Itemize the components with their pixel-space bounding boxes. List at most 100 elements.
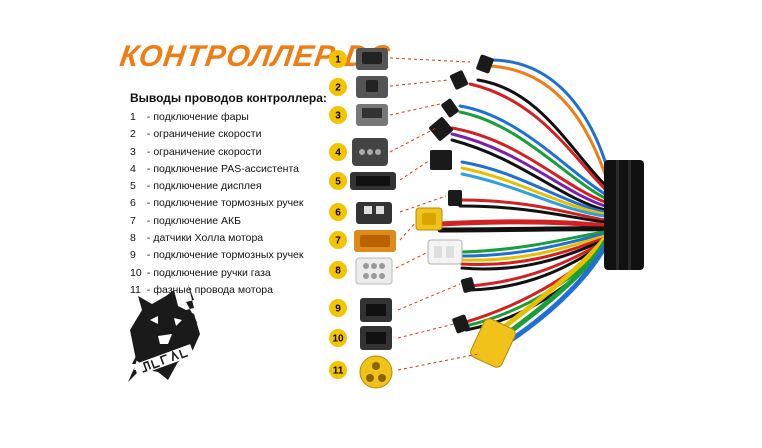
badge-number: 8 xyxy=(335,266,341,277)
wire-bundle xyxy=(437,58,612,345)
badge-number: 10 xyxy=(332,334,344,345)
connector-plug xyxy=(430,150,452,170)
badge-3: 3 xyxy=(329,106,347,124)
number-badges: 1 2 3 4 5 6 7 8 9 10 11 xyxy=(329,50,347,379)
leader-line xyxy=(399,159,431,181)
leader-line xyxy=(397,283,461,311)
badge-8: 8 xyxy=(329,261,347,279)
wire xyxy=(505,243,608,345)
wire xyxy=(460,232,607,258)
wire xyxy=(458,204,607,224)
legend-number: 2 xyxy=(130,128,136,141)
badge-4: 4 xyxy=(329,143,347,161)
wire xyxy=(460,236,607,267)
badge-7: 7 xyxy=(329,231,347,249)
wire xyxy=(450,132,607,208)
leader-line xyxy=(397,353,479,371)
legend-label: - ограничение скорости xyxy=(146,145,262,158)
legend-label: - подключение фары xyxy=(146,111,249,123)
wire xyxy=(450,126,607,204)
badge-1: 1 xyxy=(329,50,347,68)
badge-10: 10 xyxy=(329,329,347,347)
leader-line xyxy=(399,221,417,241)
leader-line xyxy=(389,79,449,87)
badge-2: 2 xyxy=(329,78,347,96)
legend-number: 11 xyxy=(130,283,141,296)
badge-11: 11 xyxy=(329,361,347,379)
leader-line xyxy=(399,195,447,213)
leader-line xyxy=(395,251,429,269)
leader-line xyxy=(389,57,471,63)
wire xyxy=(497,235,608,333)
badge-number: 9 xyxy=(335,304,341,315)
connector-icon-2 xyxy=(356,76,388,98)
wire xyxy=(460,166,607,216)
badge-9: 9 xyxy=(329,299,347,317)
badge-number: 4 xyxy=(335,148,341,159)
legend-item: 5 - подключение дисплея xyxy=(130,178,303,195)
leader-line xyxy=(389,127,437,153)
legend-number: 10 xyxy=(130,266,142,279)
wire xyxy=(458,198,607,222)
connector-icon-3 xyxy=(356,104,388,126)
controller-box xyxy=(604,160,644,270)
connector-icon-6 xyxy=(356,202,392,224)
legend-label: - ограничение скорости xyxy=(146,128,262,141)
wire xyxy=(458,110,607,200)
wire xyxy=(488,64,610,184)
connector-plug xyxy=(460,277,476,293)
legend-item: 10 - подключение ручки газа xyxy=(130,265,303,282)
connector-plug xyxy=(441,98,459,118)
legend-number: 7 xyxy=(130,214,136,227)
legend-number: 8 xyxy=(130,232,136,245)
cable-connectors xyxy=(429,54,494,334)
wire xyxy=(460,230,607,254)
badge-number: 7 xyxy=(335,236,341,247)
legend-item: 9 - подключение тормозных ручек xyxy=(130,247,303,264)
wire xyxy=(468,82,608,192)
legend-item: 4 - подключение PAS-ассистента xyxy=(130,161,303,178)
legend-label: - подключение АКБ xyxy=(146,214,241,227)
wire xyxy=(460,238,607,271)
legend-label: - подключение дисплея xyxy=(146,180,262,193)
connector-icon-1 xyxy=(356,48,388,70)
connector-icon-5 xyxy=(350,172,396,190)
legend-heading: Выводы проводов контроллера: xyxy=(130,91,327,105)
legend-label: - подключение тормозных ручек xyxy=(146,249,304,262)
legend-number: 4 xyxy=(130,162,136,175)
leader-lines xyxy=(389,57,479,371)
wire xyxy=(437,226,608,233)
wire xyxy=(476,78,608,188)
legend-label: - фазные провода мотора xyxy=(146,283,273,296)
badge-number: 11 xyxy=(333,366,344,377)
wire-legend: 1 - подключение фары 2 - ограничение ско… xyxy=(130,109,303,299)
connector-icon-9 xyxy=(360,298,392,322)
legend-label: - подключение PAS-ассистента xyxy=(146,162,300,175)
connector-plug xyxy=(476,54,494,74)
legend-number: 3 xyxy=(130,145,136,158)
wire xyxy=(437,219,608,229)
hall-plug xyxy=(427,239,463,265)
connector-icons xyxy=(350,48,396,389)
badge-number: 3 xyxy=(335,111,341,122)
legend-label: - датчики Холла мотора xyxy=(146,232,264,245)
badge-6: 6 xyxy=(329,203,347,221)
connector-plug xyxy=(429,117,453,141)
legend-item: 3 - ограничение скорости xyxy=(130,144,303,161)
wire xyxy=(460,160,607,214)
legend-label: - подключение тормозных ручек xyxy=(146,197,304,210)
connector-icon-7 xyxy=(354,230,396,252)
connector-icon-4 xyxy=(352,138,388,166)
phase-plug xyxy=(470,318,516,368)
badge-number: 6 xyxy=(335,208,341,219)
legend-number: 6 xyxy=(130,197,136,210)
legend-item: 1 - подключение фары xyxy=(130,109,303,126)
badge-number: 2 xyxy=(335,83,341,94)
leader-line xyxy=(397,323,455,339)
legend-number: 1 xyxy=(130,111,136,123)
connector-icon-11 xyxy=(359,355,393,389)
legend-item: 2 - ограничение скорости xyxy=(130,126,303,143)
badge-number: 5 xyxy=(335,177,341,188)
connector-icon-10 xyxy=(360,326,392,350)
legend-item: 6 - подключение тормозных ручек xyxy=(130,195,303,212)
